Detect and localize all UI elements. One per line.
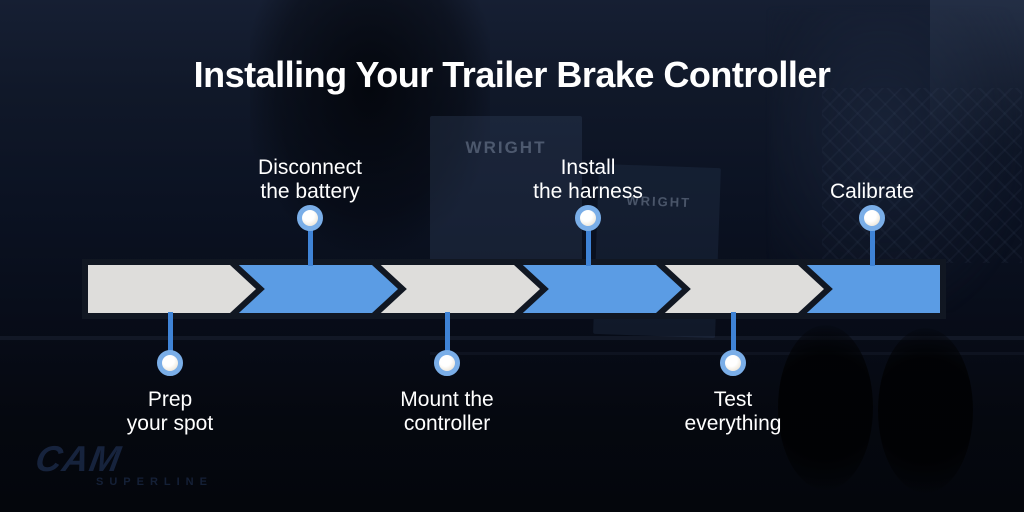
step-label: Prep your spot [126, 388, 214, 435]
step-marker-dot [157, 350, 183, 376]
timeline-arrow-band [82, 259, 946, 319]
cam-logo-text: CAM [32, 438, 125, 479]
equipment-silhouette [250, 0, 490, 250]
superline-logo-text: SUPERLINE [96, 476, 213, 488]
step-connector-line [444, 312, 450, 352]
trailer-deck-edge [0, 336, 1024, 340]
infographic-title: Installing Your Trailer Brake Controller [193, 54, 831, 95]
step-connector-line [730, 312, 736, 352]
step-marker-dot [859, 205, 885, 231]
step-label: Test everything [684, 388, 782, 435]
step-label: Calibrate [829, 180, 915, 203]
trailer-wheel [878, 328, 973, 493]
step-connector-line [167, 312, 173, 352]
step-connector-line [585, 229, 591, 266]
step-marker-dot [720, 350, 746, 376]
trailer-wheel [778, 325, 873, 490]
step-label: Install the harness [533, 156, 643, 203]
step-connector-line [869, 229, 875, 266]
step-marker-dot [297, 205, 323, 231]
step-marker-dot [575, 205, 601, 231]
step-marker-dot [434, 350, 460, 376]
step-label: Disconnect the battery [258, 156, 362, 203]
step-connector-line [307, 229, 313, 266]
timeline-arrow-segment-1 [82, 259, 265, 319]
step-label: Mount the controller [400, 388, 494, 435]
